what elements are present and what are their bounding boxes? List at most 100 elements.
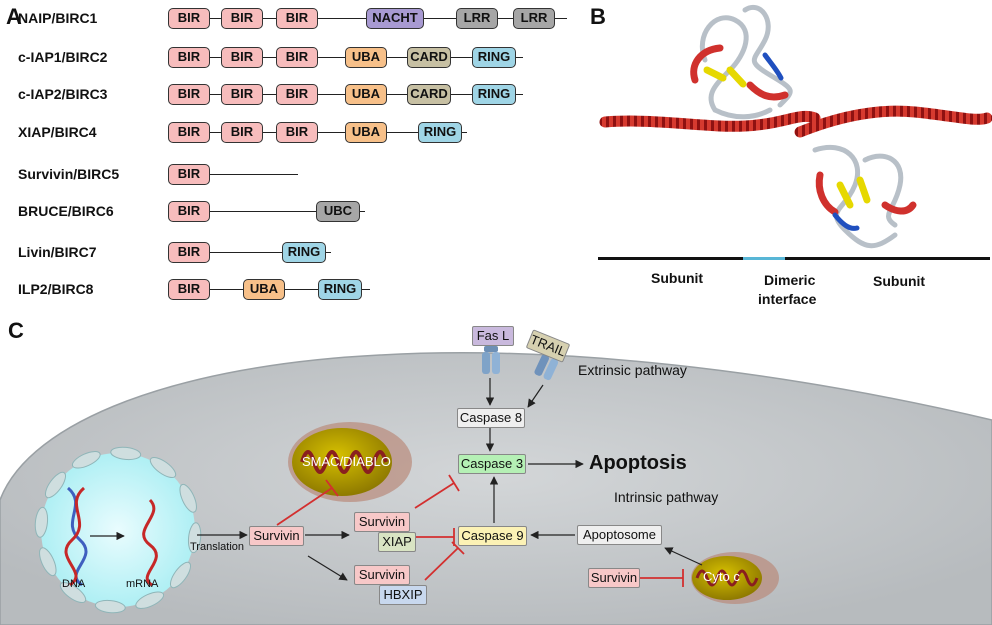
domain-ring: RING bbox=[318, 279, 362, 300]
domain-card: CARD bbox=[407, 84, 451, 105]
dimeric-interface-marker bbox=[743, 257, 785, 260]
protein-name: XIAP/BIRC4 bbox=[18, 124, 97, 140]
fasl-receptor-icon bbox=[482, 346, 500, 374]
panel-label-b: B bbox=[590, 4, 606, 29]
domain-bir: BIR bbox=[168, 279, 210, 300]
mrna-label: mRNA bbox=[126, 578, 159, 590]
caspase9-box: Caspase 9 bbox=[458, 526, 527, 546]
domain-uba: UBA bbox=[345, 47, 387, 68]
domain-ring: RING bbox=[418, 122, 462, 143]
domain-uba: UBA bbox=[243, 279, 285, 300]
survivin-dimer-structure bbox=[598, 4, 992, 260]
xiap-box: XIAP bbox=[378, 532, 416, 552]
domain-bir: BIR bbox=[168, 84, 210, 105]
domain-bir: BIR bbox=[221, 8, 263, 29]
domain-lrr: LRR bbox=[513, 8, 555, 29]
domain-bir: BIR bbox=[276, 47, 318, 68]
fasl-ligand-box: Fas L bbox=[472, 326, 514, 346]
domain-bir: BIR bbox=[168, 242, 210, 263]
nuclear-envelope-segment bbox=[44, 471, 67, 499]
survivin-box-cytoc: Survivin bbox=[588, 568, 640, 588]
domain-ring: RING bbox=[282, 242, 326, 263]
protein-name: NAIP/BIRC1 bbox=[18, 10, 98, 26]
dna-helix-icon bbox=[64, 486, 88, 587]
nuclear-envelope-segment bbox=[169, 561, 192, 589]
alpha-helix-left bbox=[599, 110, 821, 132]
domain-bir: BIR bbox=[221, 47, 263, 68]
domain-uba: UBA bbox=[345, 84, 387, 105]
nuclear-envelope-segment bbox=[179, 483, 197, 513]
domain-bir: BIR bbox=[276, 122, 318, 143]
survivin-box-xiap-complex: Survivin bbox=[354, 512, 410, 532]
survivin-inhibits-cytoc bbox=[640, 569, 684, 587]
domain-card: CARD bbox=[407, 47, 451, 68]
domain-bir: BIR bbox=[168, 201, 210, 222]
translation-label: Translation bbox=[190, 541, 245, 553]
domain-bir: BIR bbox=[276, 8, 318, 29]
domain-bir: BIR bbox=[168, 164, 210, 185]
domain-ring: RING bbox=[472, 84, 516, 105]
protein-name: Livin/BIRC7 bbox=[18, 244, 97, 260]
domain-bir: BIR bbox=[221, 122, 263, 143]
protein-name: c-IAP2/BIRC3 bbox=[18, 86, 108, 102]
smac-diablo-label: SMAC/DIABLO bbox=[302, 454, 391, 469]
bir-domain-bottom bbox=[812, 144, 917, 249]
nuclear-envelope-segment bbox=[39, 547, 57, 577]
survivin-box-main: Survivin bbox=[249, 526, 304, 546]
survivin-to-hbxip-complex-arrow bbox=[307, 555, 348, 581]
protein-name: BRUCE/BIRC6 bbox=[18, 203, 114, 219]
dimeric-interface-label-1: Dimeric bbox=[764, 272, 816, 288]
smac-mitochondrion-icon bbox=[288, 422, 412, 502]
apoptosome-box: Apoptosome bbox=[577, 525, 662, 545]
nuclear-envelope-segment bbox=[110, 446, 142, 461]
nuclear-envelope-segment bbox=[135, 591, 165, 609]
domain-nacht: NACHT bbox=[366, 8, 424, 29]
survivin-inhibits-caspase3 bbox=[414, 474, 460, 509]
bir-domain-top bbox=[690, 4, 793, 120]
cytoc-label: Cyto c bbox=[703, 569, 740, 584]
nuclear-envelope-segment bbox=[94, 599, 126, 614]
domain-bir: BIR bbox=[168, 122, 210, 143]
nuclear-envelope-segment bbox=[34, 506, 49, 538]
domain-bir: BIR bbox=[276, 84, 318, 105]
nuclear-envelope-segment bbox=[59, 581, 87, 604]
domain-ring: RING bbox=[472, 47, 516, 68]
trail-to-caspase8-arrow bbox=[527, 384, 544, 408]
domain-bir: BIR bbox=[168, 8, 210, 29]
alpha-helix-right bbox=[794, 105, 992, 138]
subunit-right-label: Subunit bbox=[873, 273, 926, 289]
domain-bir: BIR bbox=[168, 47, 210, 68]
protein-name: Survivin/BIRC5 bbox=[18, 166, 120, 182]
dimeric-interface-label-2: interface bbox=[758, 291, 817, 307]
protein-backbone-line bbox=[168, 252, 331, 254]
protein-backbone-line bbox=[168, 211, 365, 213]
survivin-box-hbxip-complex: Survivin bbox=[354, 565, 410, 585]
intrinsic-pathway-label: Intrinsic pathway bbox=[614, 489, 719, 505]
apoptosis-label: Apoptosis bbox=[589, 452, 687, 474]
dna-label: DNA bbox=[62, 578, 86, 590]
nuclear-envelope-segment bbox=[149, 456, 177, 479]
subunit-baseline bbox=[598, 257, 990, 260]
panel-label-c: C bbox=[8, 318, 24, 343]
domain-ubc: UBC bbox=[316, 201, 360, 222]
cytoc-to-apoptosome-arrow bbox=[664, 547, 703, 566]
domain-lrr: LRR bbox=[456, 8, 498, 29]
survivin-inhibits-smac bbox=[276, 479, 339, 526]
hbxip-box: HBXIP bbox=[379, 585, 427, 605]
cytoc-mitochondrion-icon bbox=[691, 552, 779, 604]
caspase3-box: Caspase 3 bbox=[458, 454, 526, 474]
extrinsic-pathway-label: Extrinsic pathway bbox=[578, 362, 687, 378]
protein-backbone-line bbox=[168, 174, 298, 176]
domain-bir: BIR bbox=[221, 84, 263, 105]
nuclear-envelope-segment bbox=[187, 522, 202, 554]
protein-name: ILP2/BIRC8 bbox=[18, 281, 94, 297]
subunit-left-label: Subunit bbox=[651, 270, 704, 286]
panel-label-a: A bbox=[6, 4, 22, 29]
hbxip-complex-inhibits-caspase9 bbox=[424, 541, 465, 581]
mrna-helix-icon bbox=[142, 498, 158, 587]
nuclear-envelope-segment bbox=[71, 451, 101, 469]
domain-uba: UBA bbox=[345, 122, 387, 143]
caspase8-box: Caspase 8 bbox=[457, 408, 525, 428]
protein-name: c-IAP1/BIRC2 bbox=[18, 49, 108, 65]
